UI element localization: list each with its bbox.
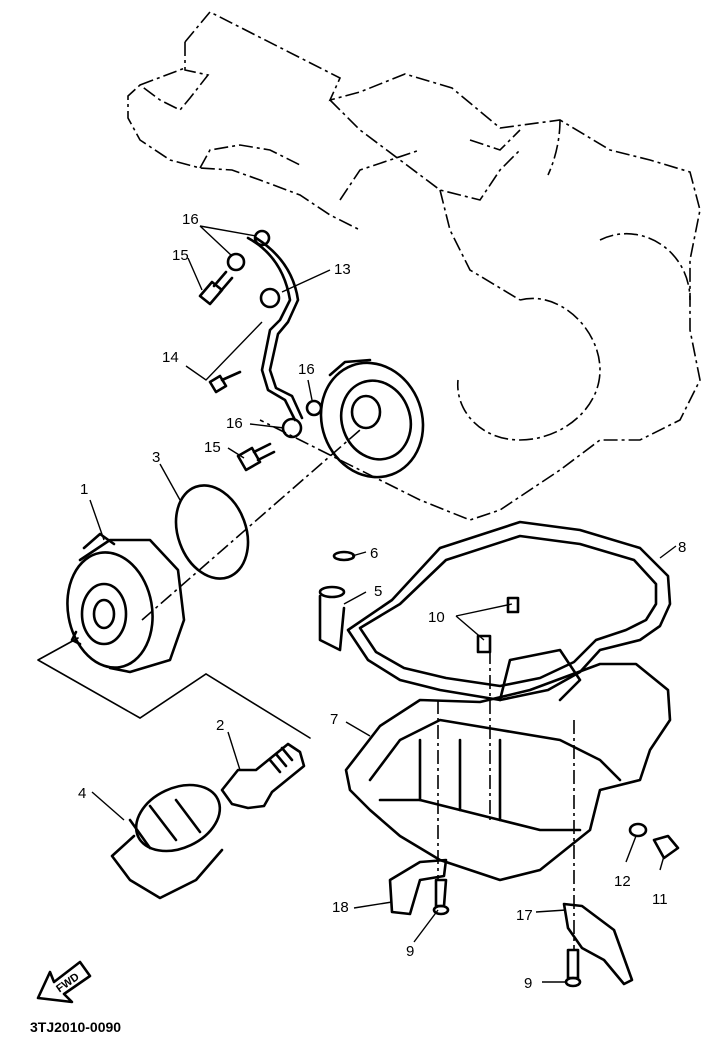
union-bolt bbox=[220, 742, 306, 810]
oil-filter-cartridge bbox=[110, 783, 224, 900]
callout-4: 4 bbox=[78, 785, 86, 802]
callout-6: 6 bbox=[370, 545, 378, 562]
callout-9-right: 9 bbox=[524, 975, 532, 992]
callout-5: 5 bbox=[374, 583, 382, 600]
callout-16-right: 16 bbox=[298, 361, 315, 378]
callout-16-lower: 16 bbox=[226, 415, 243, 432]
small-o-ring bbox=[332, 550, 356, 562]
drain-washer bbox=[628, 822, 648, 838]
o-ring bbox=[174, 484, 250, 580]
callout-2: 2 bbox=[216, 717, 224, 734]
leader-lines bbox=[89, 225, 677, 983]
dowel-pins bbox=[476, 596, 520, 654]
bracket-17 bbox=[562, 902, 634, 986]
bracket-18 bbox=[388, 858, 448, 916]
engine-block-outline bbox=[127, 10, 701, 521]
callout-10: 10 bbox=[428, 609, 445, 626]
drain-bolt bbox=[652, 834, 680, 860]
banjo-bolt-lower bbox=[236, 442, 276, 472]
callout-8: 8 bbox=[678, 539, 686, 556]
callout-3: 3 bbox=[152, 449, 160, 466]
callout-11: 11 bbox=[652, 891, 668, 908]
oil-delivery-pipe bbox=[226, 229, 323, 439]
oil-cooler-housing bbox=[66, 532, 186, 674]
alignment-line bbox=[141, 429, 361, 621]
callout-9-left: 9 bbox=[406, 943, 414, 960]
callout-14: 14 bbox=[162, 349, 179, 366]
engine-oil-filter-mount bbox=[319, 358, 425, 479]
callout-15-upper: 15 bbox=[172, 247, 189, 264]
oil-pan bbox=[344, 648, 672, 882]
callout-17: 17 bbox=[516, 907, 533, 924]
callout-1: 1 bbox=[80, 481, 88, 498]
bolt-9-right bbox=[564, 948, 582, 988]
callout-16-upper: 16 bbox=[182, 211, 199, 228]
assembly-bracket-line bbox=[37, 637, 311, 739]
callout-15-lower: 15 bbox=[204, 439, 221, 456]
forward-arrow-icon: FWD bbox=[36, 960, 92, 1004]
callout-12: 12 bbox=[614, 873, 631, 890]
bolt-9-left bbox=[432, 878, 450, 916]
oil-strainer-pipe bbox=[318, 585, 346, 652]
oil-pan-gasket bbox=[346, 520, 672, 702]
diagram-code: 3TJ2010-0090 bbox=[30, 1019, 121, 1035]
assembly-lines bbox=[437, 650, 575, 950]
bolt-14 bbox=[208, 370, 242, 394]
callout-13: 13 bbox=[334, 261, 351, 278]
callout-18: 18 bbox=[332, 899, 349, 916]
banjo-bolt-upper bbox=[198, 270, 234, 306]
callout-7: 7 bbox=[330, 711, 338, 728]
